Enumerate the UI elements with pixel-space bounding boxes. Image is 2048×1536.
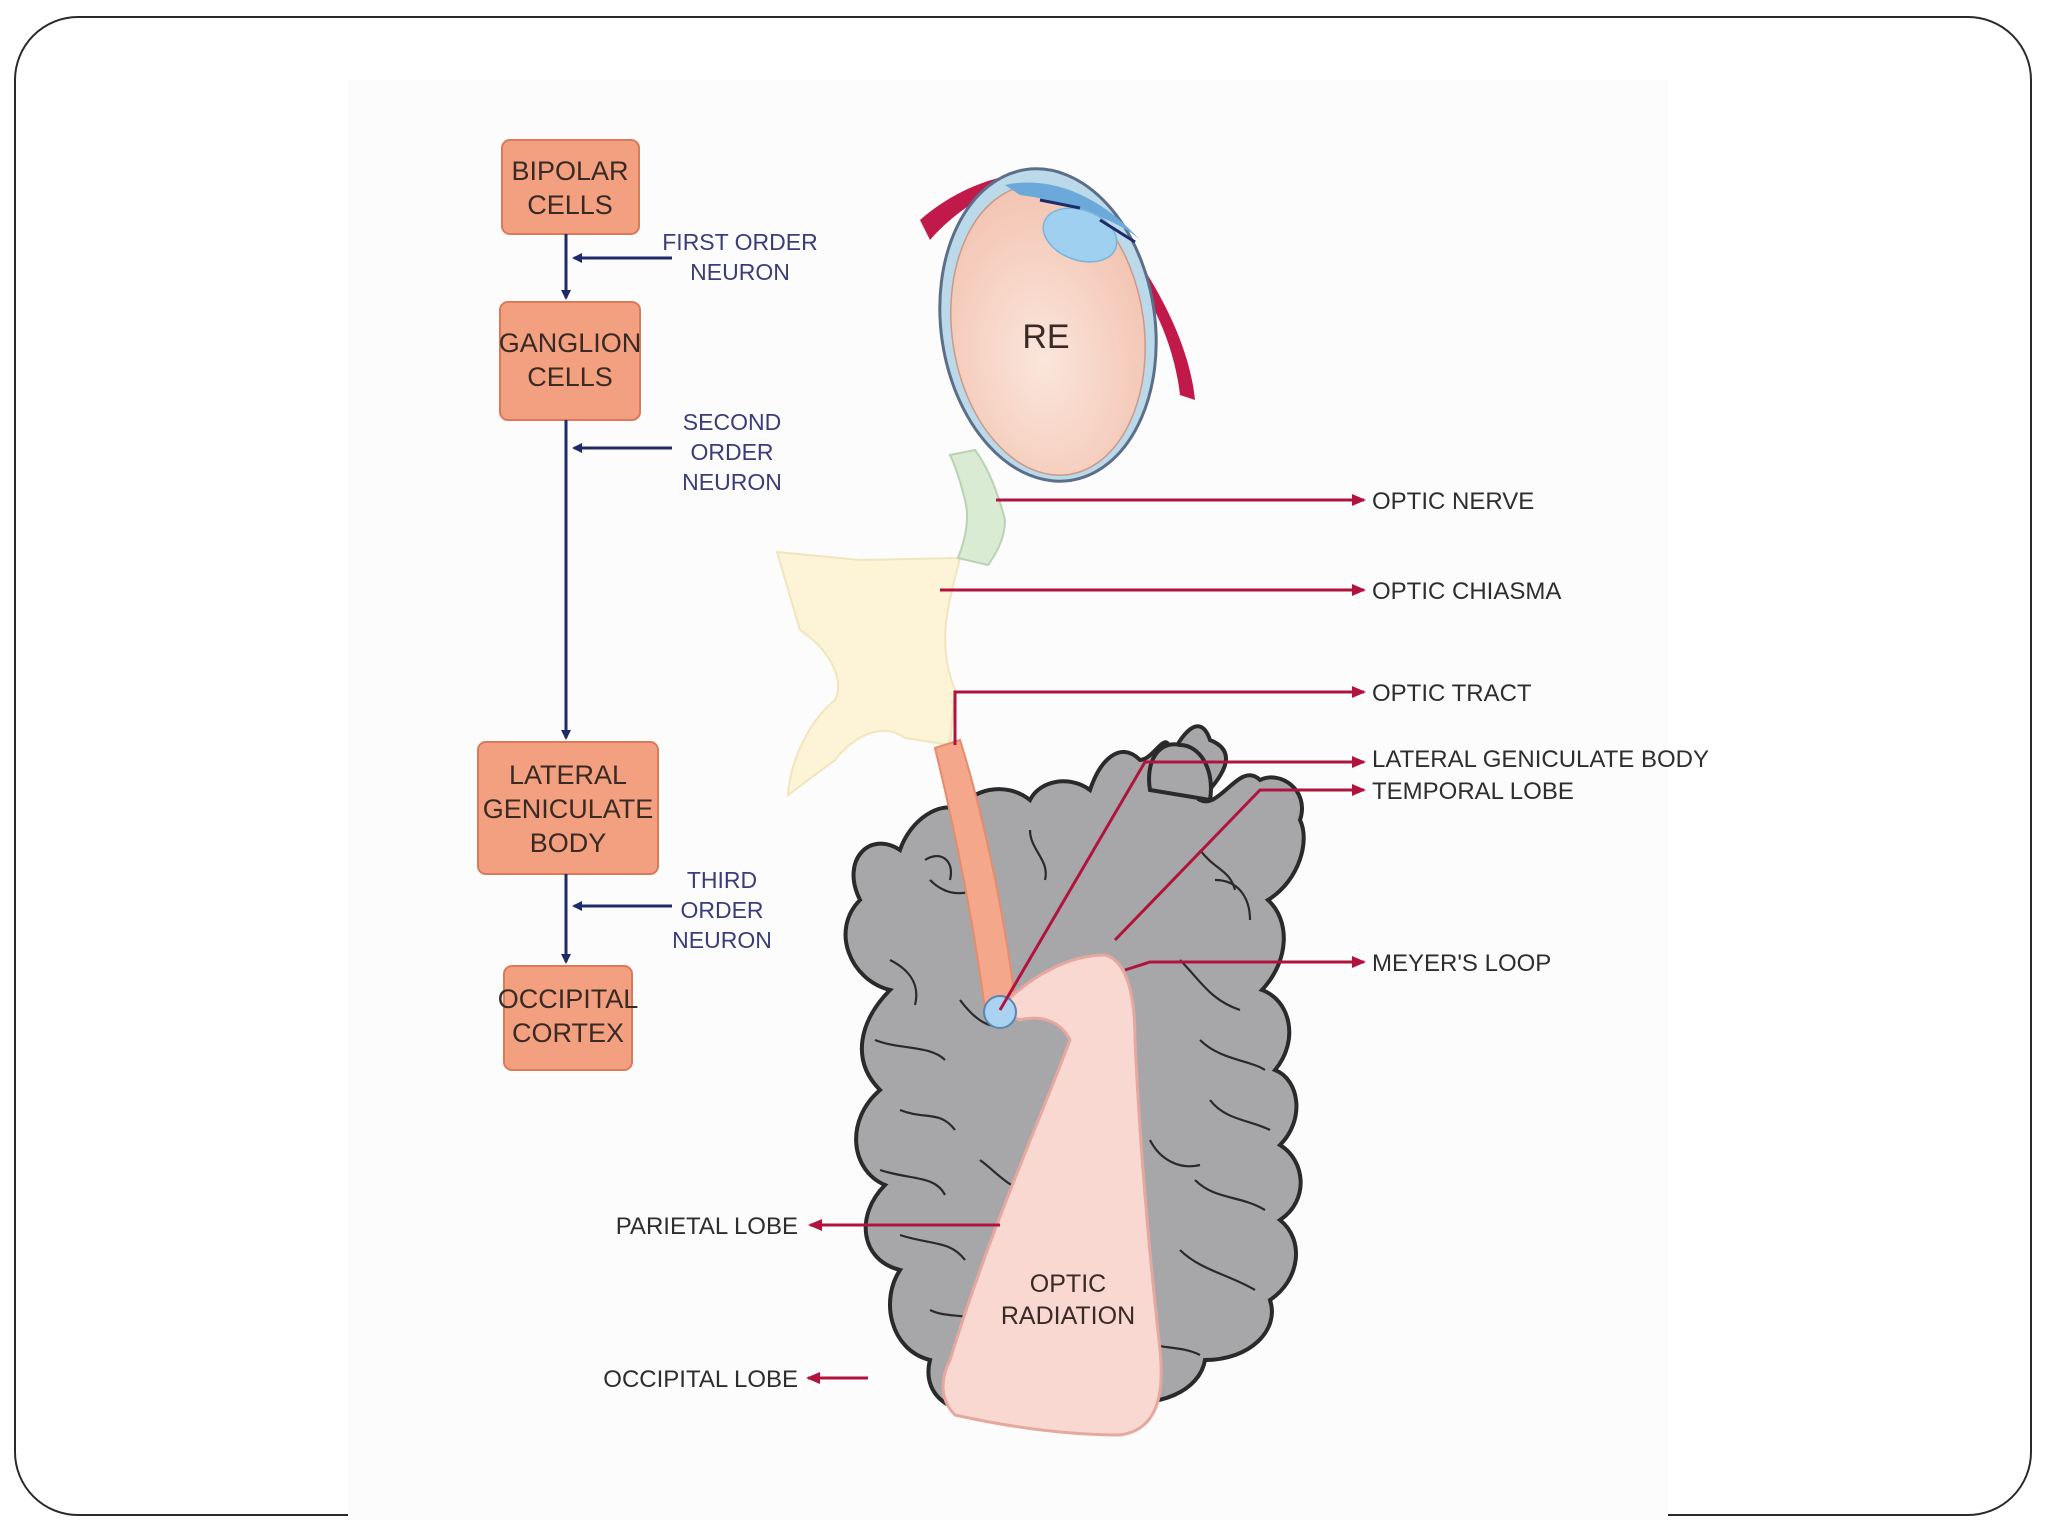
box-label-line: GENICULATE bbox=[483, 794, 654, 824]
brain-sulci bbox=[874, 829, 1271, 1356]
pathway-box-bipolar-cells: BIPOLAR CELLS bbox=[501, 139, 640, 235]
pathway-box-occipital-cortex: OCCIPITAL CORTEX bbox=[498, 965, 639, 1071]
optic-chiasma bbox=[775, 550, 962, 798]
optic-nerve bbox=[948, 448, 1007, 567]
neuron-label-second-order: SECOND ORDER NEURON bbox=[682, 409, 782, 495]
box-label-line: CELLS bbox=[527, 362, 613, 392]
brain-upper-lobe-bump bbox=[1147, 742, 1213, 803]
box-label-line: BODY bbox=[530, 828, 607, 858]
label-temporal-lobe: TEMPORAL LOBE bbox=[1372, 778, 1574, 805]
box-label-line: LATERAL bbox=[509, 760, 627, 790]
arrow-temporal-lobe bbox=[1113, 784, 1366, 942]
neuron-label-first-order: FIRST ORDER NEURON bbox=[662, 229, 817, 285]
neuron-label-line: ORDER bbox=[690, 439, 773, 465]
label-lateral-geniculate-body: LATERAL GENICULATE BODY bbox=[1372, 746, 1709, 773]
label-optic-chiasma: OPTIC CHIASMA bbox=[1372, 578, 1561, 605]
arrow-optic-tract bbox=[953, 686, 1366, 745]
box-label-line: OCCIPITAL bbox=[498, 984, 639, 1014]
eye-cornea bbox=[1005, 182, 1140, 240]
label-parietal-lobe: PARIETAL LOBE bbox=[616, 1213, 798, 1240]
neuron-label-line: SECOND bbox=[683, 409, 781, 435]
label-optic-tract: OPTIC TRACT bbox=[1372, 680, 1532, 707]
box-label-line: CORTEX bbox=[512, 1018, 624, 1048]
neuron-label-line: NEURON bbox=[682, 469, 782, 495]
arrow-meyers-loop bbox=[1124, 956, 1366, 972]
eye-label: RE bbox=[1022, 318, 1069, 356]
eye-muscle-right bbox=[1125, 255, 1195, 400]
neuron-label-line: FIRST ORDER bbox=[662, 229, 817, 255]
neuron-label-line: NEURON bbox=[690, 259, 790, 285]
neuron-label-line: NEURON bbox=[672, 927, 772, 953]
pathway-box-ganglion-cells: GANGLION CELLS bbox=[499, 301, 642, 421]
optic-radiation-label-line-2: RADIATION bbox=[1001, 1302, 1135, 1330]
box-label-line: CELLS bbox=[527, 190, 613, 220]
pathway-box-lateral-geniculate-body: LATERAL GENICULATE BODY bbox=[477, 741, 659, 875]
neuron-label-line: THIRD bbox=[687, 867, 757, 893]
neuron-label-third-order: THIRD ORDER NEURON bbox=[672, 867, 772, 953]
box-label-line: BIPOLAR bbox=[511, 156, 628, 186]
label-meyers-loop: MEYER'S LOOP bbox=[1372, 950, 1551, 977]
arrow-lateral-geniculate-body bbox=[998, 756, 1366, 1011]
right-eye: RE bbox=[920, 167, 1195, 483]
eye-lens bbox=[1042, 207, 1118, 263]
box-label-line: GANGLION bbox=[499, 328, 642, 358]
optic-radiation-label-line-1: OPTIC bbox=[1030, 1270, 1106, 1298]
lateral-geniculate-body-marker bbox=[983, 995, 1017, 1029]
label-occipital-lobe: OCCIPITAL LOBE bbox=[603, 1366, 798, 1393]
optic-radiation bbox=[941, 953, 1163, 1437]
label-optic-nerve: OPTIC NERVE bbox=[1372, 488, 1534, 515]
neuron-label-line: ORDER bbox=[680, 897, 763, 923]
